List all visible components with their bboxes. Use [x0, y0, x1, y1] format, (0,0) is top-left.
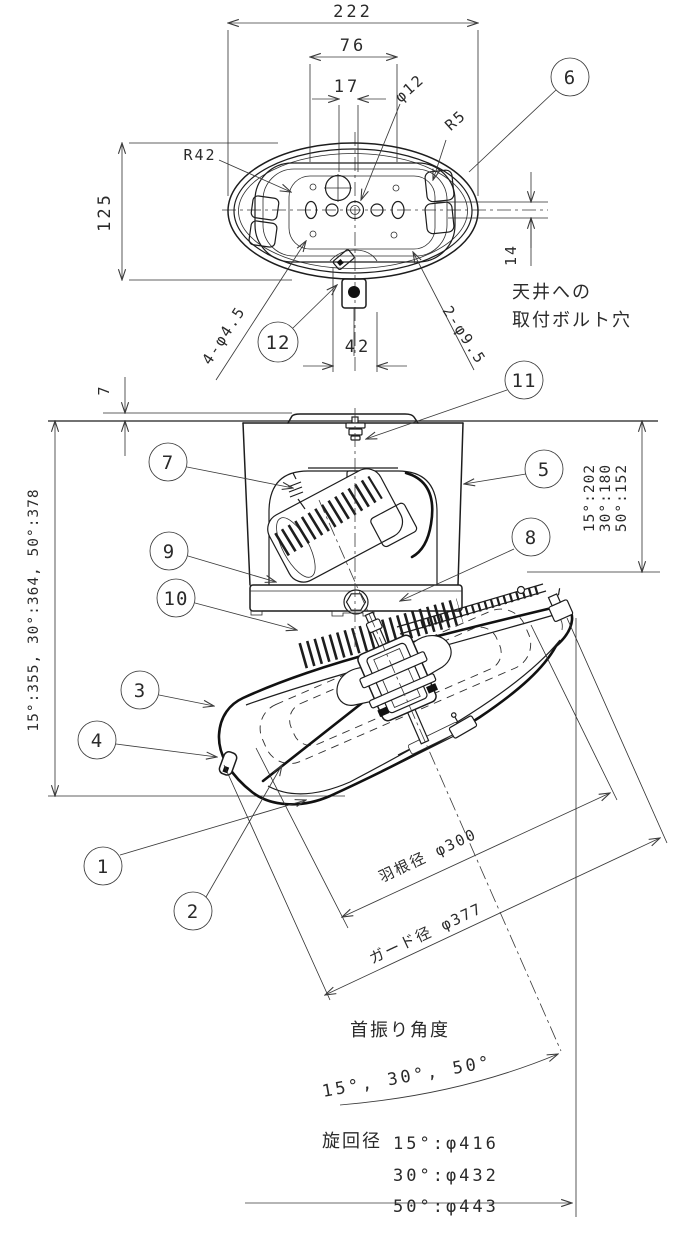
- motor-unit: [267, 468, 434, 583]
- swivel-label: 旋回径: [322, 1131, 382, 1152]
- ceiling-bolt-note: 天井への 取付ボルト穴: [512, 282, 632, 331]
- oscillation-angle: 首振り角度 15°, 30°, 50°: [321, 1020, 558, 1106]
- mounting-plate: [254, 162, 456, 263]
- dim-42-text: 42: [345, 337, 371, 357]
- callout-2: 2: [173, 765, 282, 931]
- plate-holes: [304, 174, 405, 239]
- swivel-row-2: 30°:φ432: [393, 1166, 499, 1186]
- callout-6: 6: [468, 57, 590, 173]
- dim-right-line2: 30°:180: [598, 464, 614, 532]
- dim-right-line3: 50°:152: [614, 464, 630, 532]
- callout-10: 10: [156, 578, 297, 630]
- guard-rail: [396, 583, 547, 635]
- callout-7-label: 7: [162, 452, 174, 474]
- guard-clip-right: [547, 588, 574, 623]
- callout-4: 4: [77, 720, 217, 759]
- swivel-row-3: 50°:φ443: [393, 1197, 499, 1217]
- callout-1-label: 1: [97, 856, 109, 878]
- callout-3: 3: [120, 670, 214, 710]
- callout-3-label: 3: [134, 680, 146, 702]
- fan-guard: [217, 583, 574, 806]
- callout-10-label: 10: [164, 588, 189, 610]
- dim-17: 17: [312, 77, 386, 172]
- dim-guard-text: ガード径 φ377: [366, 899, 485, 967]
- callout-8-label: 8: [525, 527, 537, 549]
- dim-76: 76: [310, 36, 397, 162]
- callout-7: 7: [148, 442, 293, 488]
- dim-phi12: φ12: [361, 71, 428, 200]
- side-view: 7 15°:355, 30°:364, 50°:378 15°:202 30°:…: [26, 360, 668, 1217]
- dim-76-text: 76: [340, 36, 366, 56]
- callout-5-label: 5: [538, 459, 550, 481]
- callout-6-label: 6: [564, 67, 576, 89]
- dim-guard-diameter: ガード径 φ377: [223, 617, 668, 1001]
- note-line2: 取付ボルト穴: [512, 310, 632, 331]
- top-view: 222 76 17 φ12 R5 R42: [95, 2, 632, 381]
- cord-clamp: [332, 249, 355, 271]
- dim-7: 7: [95, 377, 125, 456]
- callout-11-label: 11: [512, 370, 537, 392]
- dim-left-overall-text: 15°:355, 30°:364, 50°:378: [26, 488, 42, 731]
- dim-125: 125: [95, 143, 292, 280]
- dim-14-text: 14: [502, 244, 520, 266]
- dim-222-text: 222: [333, 2, 373, 22]
- callout-12: 12: [257, 285, 337, 363]
- dim-left-overall: 15°:355, 30°:364, 50°:378: [26, 421, 345, 796]
- top-view-centerlines: [222, 132, 548, 372]
- callout-11: 11: [366, 360, 544, 439]
- callout-4-label: 4: [91, 730, 103, 752]
- motor-cable: [404, 471, 434, 559]
- callout-9: 9: [149, 531, 276, 582]
- swivel-extent-lines: [245, 618, 577, 1217]
- blade-edge: [261, 701, 364, 783]
- dim-right-line1: 15°:202: [582, 464, 598, 532]
- dim-right-heights: 15°:202 30°:180 50°:152: [527, 421, 660, 572]
- dim-17-text: 17: [334, 77, 360, 97]
- dim-r5-text: R5: [441, 106, 469, 134]
- swing-title: 首振り角度: [350, 1020, 450, 1041]
- guard-clip-left: [218, 751, 238, 776]
- dim-125-text: 125: [95, 192, 115, 232]
- dim-r42: R42: [183, 146, 291, 192]
- dim-4-holes-text: 4-φ4.5: [198, 303, 249, 368]
- callout-12-label: 12: [266, 332, 291, 354]
- callout-9-label: 9: [163, 541, 175, 563]
- keyhole-slots: [248, 169, 455, 248]
- dim-7-text: 7: [95, 384, 113, 395]
- callout-2-label: 2: [187, 901, 199, 923]
- swivel-diameter-table: 旋回径 15°:φ416 30°:φ432 50°:φ443: [322, 1131, 499, 1217]
- swing-angles: 15°, 30°, 50°: [321, 1052, 494, 1102]
- swivel-row-1: 15°:φ416: [393, 1134, 499, 1154]
- pivot-band: [249, 584, 463, 617]
- dim-2-holes-text: 2-φ9.5: [439, 303, 490, 368]
- callout-1: 1: [83, 800, 306, 886]
- dim-222: 222: [228, 2, 478, 196]
- dim-r42-text: R42: [183, 146, 216, 164]
- dim-14: 14: [436, 172, 548, 266]
- callout-8: 8: [400, 517, 551, 601]
- callout-5: 5: [464, 449, 564, 489]
- dim-2-holes: 2-φ9.5: [413, 252, 490, 371]
- motor-housing: [242, 413, 464, 586]
- note-line1: 天井への: [512, 282, 592, 303]
- hanger-bracket: [341, 278, 367, 356]
- guard-clip-bottom: [448, 712, 478, 739]
